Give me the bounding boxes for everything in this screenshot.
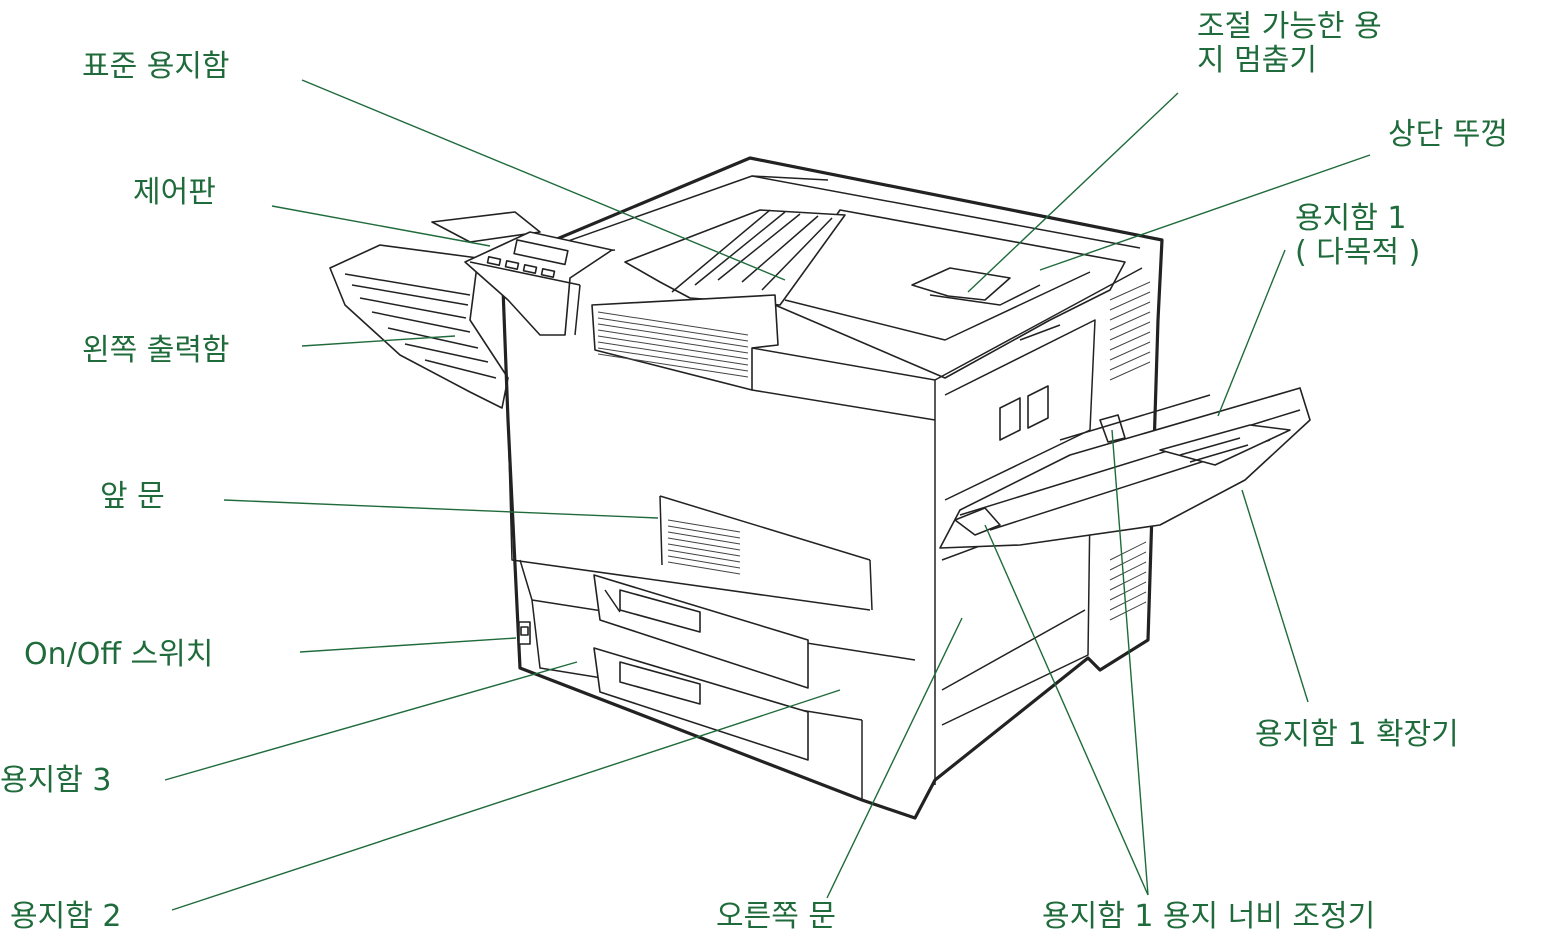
label-top-cover: 상단 뚜껑 (1388, 117, 1508, 152)
leader-tray2 (171, 689, 841, 911)
leader-control-panel (271, 205, 491, 247)
label-left-output-bin: 왼쪽 출력함 (82, 333, 230, 368)
printer-body-drawing (500, 156, 1164, 820)
label-tray1-width-guides: 용지함 1 용지 너비 조정기 (1042, 899, 1376, 934)
label-standard-output-bin: 표준 용지함 (82, 49, 230, 84)
leader-lines (164, 79, 1371, 911)
leader-tray1-guides-a (984, 524, 1149, 896)
leader-tray1-extension (1241, 489, 1309, 703)
tray1-drawing (939, 387, 1311, 549)
leader-power-switch (299, 637, 517, 653)
label-tray1: 용지함 1 ( 다목적 ) (1295, 201, 1421, 270)
leader-right-door (826, 617, 963, 899)
left-output-bin-drawing (329, 211, 541, 409)
leader-adjustable-paper-stop (967, 92, 1179, 293)
leader-front-door (223, 499, 659, 519)
label-right-door: 오른쪽 문 (716, 899, 836, 934)
leader-tray1-guides-b (1111, 429, 1149, 896)
printer-illustration (329, 156, 1311, 820)
label-adjustable-paper-stop: 조절 가능한 용 지 멈춤기 (1197, 9, 1382, 78)
leader-standard-output-bin (301, 79, 786, 281)
label-tray3: 용지함 3 (0, 763, 112, 798)
label-tray2: 용지함 2 (10, 899, 122, 934)
leader-tray3 (164, 661, 578, 781)
label-power-switch: On/Off 스위치 (24, 637, 214, 672)
label-tray1-extension: 용지함 1 확장기 (1255, 717, 1459, 752)
leader-top-cover (1039, 154, 1371, 271)
label-front-door: 앞 문 (100, 479, 165, 514)
label-control-panel: 제어판 (133, 175, 216, 210)
control-panel-drawing (464, 231, 613, 336)
leader-tray1 (1217, 249, 1286, 417)
leader-left-output-bin (301, 335, 456, 347)
